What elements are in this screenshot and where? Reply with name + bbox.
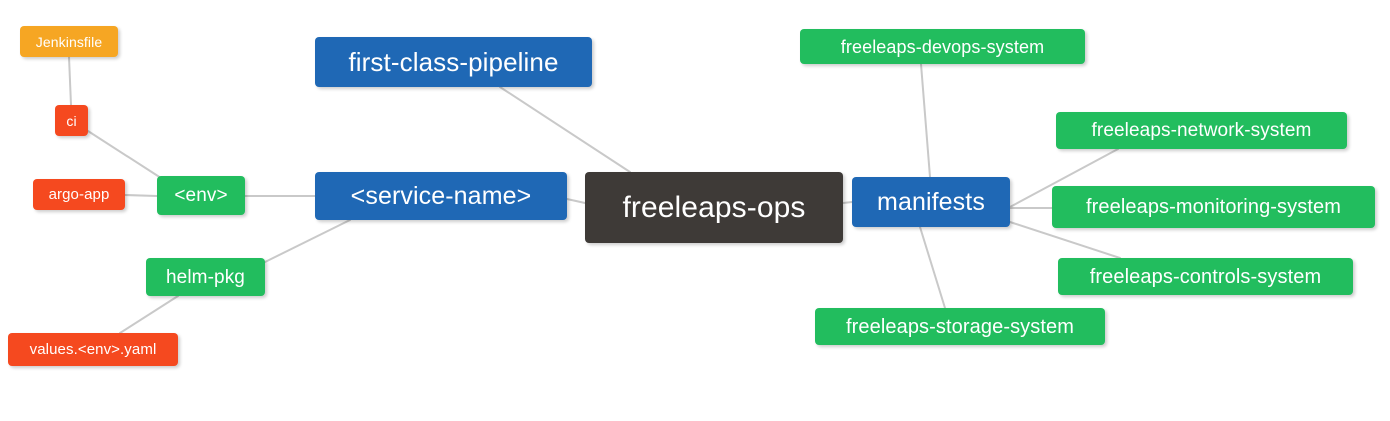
edge-service-name-to-freeleaps-ops (566, 198, 586, 204)
edge-argo-app-to-env (124, 194, 158, 197)
node-controls-system[interactable]: freeleaps-controls-system (1058, 258, 1353, 295)
node-values-yaml[interactable]: values.<env>.yaml (8, 333, 178, 366)
node-env[interactable]: <env> (157, 176, 245, 215)
edge-helm-pkg-to-service-name (264, 219, 351, 263)
node-first-class-pipeline[interactable]: first-class-pipeline (315, 37, 592, 87)
node-devops-system[interactable]: freeleaps-devops-system (800, 29, 1085, 64)
node-ci[interactable]: ci (55, 105, 88, 136)
edge-jenkinsfile-to-ci (68, 56, 72, 106)
edge-manifests-to-storage-system (919, 226, 946, 309)
node-freeleaps-ops[interactable]: freeleaps-ops (585, 172, 843, 243)
edge-first-class-pipeline-to-freeleaps-ops (499, 86, 631, 173)
edge-manifests-to-devops-system (920, 63, 931, 178)
node-manifests[interactable]: manifests (852, 177, 1010, 227)
edge-manifests-to-network-system (1009, 148, 1119, 208)
node-argo-app[interactable]: argo-app (33, 179, 125, 210)
node-service-name[interactable]: <service-name> (315, 172, 567, 220)
edge-values-yaml-to-helm-pkg (119, 295, 179, 334)
node-storage-system[interactable]: freeleaps-storage-system (815, 308, 1105, 345)
node-helm-pkg[interactable]: helm-pkg (146, 258, 265, 296)
node-jenkinsfile[interactable]: Jenkinsfile (20, 26, 118, 57)
edge-ci-to-env (87, 130, 162, 179)
edge-manifests-to-controls-system (1009, 221, 1121, 259)
node-monitoring-system[interactable]: freeleaps-monitoring-system (1052, 186, 1375, 228)
node-network-system[interactable]: freeleaps-network-system (1056, 112, 1347, 149)
edge-freeleaps-ops-to-manifests (842, 201, 853, 204)
